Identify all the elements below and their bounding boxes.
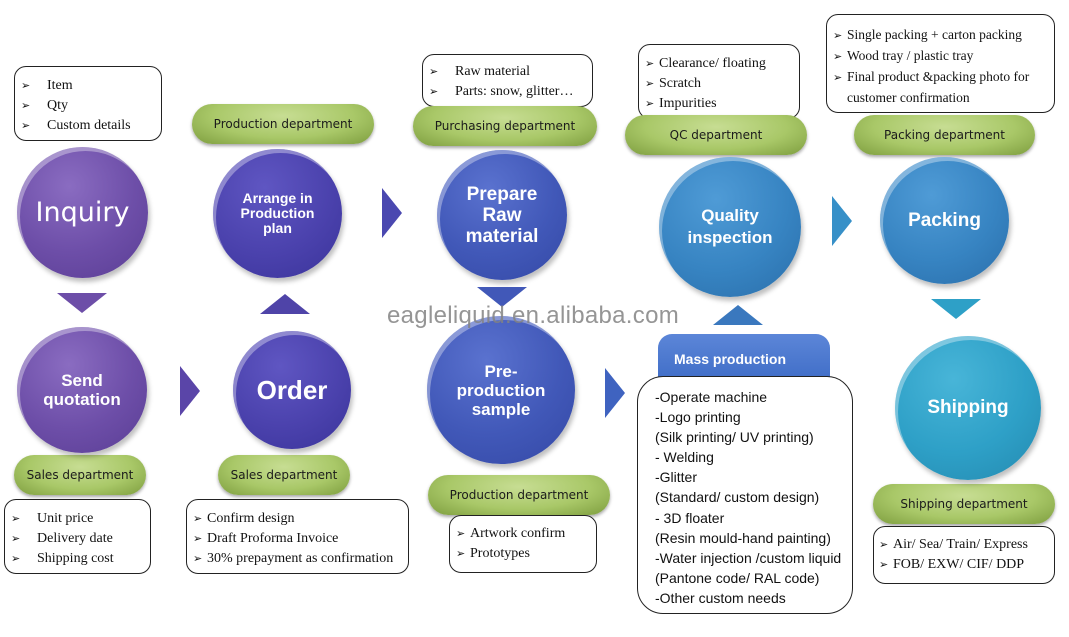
note-item: ➢Impurities <box>645 94 799 114</box>
note-item: -Logo printing <box>655 409 741 426</box>
note-item: -Operate machine <box>655 389 768 405</box>
note-item: - 3D floater <box>655 509 725 526</box>
note-item: (Standard/ custom design) <box>655 489 820 506</box>
watermark: eagleliquid.en.alibaba.com <box>387 302 680 329</box>
step-send-quotation: Send quotation <box>17 327 147 453</box>
note-item: ➢Single packing + carton packing <box>833 25 1054 46</box>
note-item: ➢Shipping cost <box>5 549 150 569</box>
note-item: (Pantone code/ RAL code) <box>655 569 820 586</box>
note-item: ➢Clearance/ floating <box>645 54 799 74</box>
bullet-arrow-icon: ➢ <box>21 80 31 92</box>
dept-sales-order: Sales department <box>218 455 350 495</box>
bullet-arrow-icon: ➢ <box>645 98 655 110</box>
bullet-arrow-icon: ➢ <box>456 528 466 540</box>
raw-material-note: ➢Raw material ➢Parts: snow, glitter… <box>422 54 593 107</box>
step-order: Order <box>233 331 351 449</box>
arrow-down-icon <box>57 293 107 313</box>
note-item: ➢Raw material <box>423 62 592 82</box>
note-item: ➢Unit price <box>5 509 150 529</box>
note-item: -Glitter <box>655 469 697 486</box>
dept-production-sample: Production department <box>428 475 610 515</box>
dept-packing: Packing department <box>854 115 1035 155</box>
dept-qc: QC department <box>625 115 807 155</box>
step-prepare-raw-material: Prepare Raw material <box>437 150 567 280</box>
arrow-down-icon <box>931 299 981 319</box>
note-item: ➢Prototypes <box>456 544 596 564</box>
bullet-arrow-icon: ➢ <box>645 78 655 90</box>
arrow-up-icon <box>713 305 763 325</box>
step-shipping: Shipping <box>895 336 1041 480</box>
step-quality-inspection: Quality inspection <box>659 157 801 297</box>
step-arrange-production-plan: Arrange in Production plan <box>213 149 342 278</box>
note-item: ➢Artwork confirm <box>456 524 596 544</box>
arrow-right-icon <box>605 368 625 418</box>
dept-shipping: Shipping department <box>873 484 1055 524</box>
note-item: ➢Item <box>15 76 161 96</box>
bullet-arrow-icon: ➢ <box>833 72 843 84</box>
order-note: ➢Confirm design ➢Draft Proforma Invoice … <box>186 499 409 574</box>
bullet-arrow-icon: ➢ <box>833 51 843 63</box>
note-item: ➢Scratch <box>645 74 799 94</box>
packing-note: ➢Single packing + carton packing ➢Wood t… <box>826 14 1055 113</box>
bullet-arrow-icon: ➢ <box>21 100 31 112</box>
sample-note: ➢Artwork confirm ➢Prototypes <box>449 515 597 573</box>
bullet-arrow-icon: ➢ <box>193 533 203 545</box>
note-item: -Other custom needs <box>655 589 786 606</box>
quotation-note: ➢Unit price ➢Delivery date ➢Shipping cos… <box>4 499 151 574</box>
arrow-down-icon <box>477 287 527 307</box>
bullet-arrow-icon: ➢ <box>429 86 439 98</box>
shipping-note: ➢Air/ Sea/ Train/ Express ➢FOB/ EXW/ CIF… <box>873 526 1055 584</box>
step-pre-production-sample: Pre- production sample <box>427 316 575 464</box>
note-item: (Resin mould-hand painting) <box>655 529 831 546</box>
bullet-arrow-icon: ➢ <box>833 30 843 42</box>
note-item: ➢Draft Proforma Invoice <box>193 529 408 549</box>
bullet-arrow-icon: ➢ <box>11 553 21 565</box>
qc-note: ➢Clearance/ floating ➢Scratch ➢Impuritie… <box>638 44 800 119</box>
bullet-arrow-icon: ➢ <box>429 66 439 78</box>
note-item: (Silk printing/ UV printing) <box>655 429 814 446</box>
dept-purchasing: Purchasing department <box>413 106 597 146</box>
note-item: ➢Delivery date <box>5 529 150 549</box>
note-item: ➢Parts: snow, glitter… <box>423 82 592 102</box>
note-item: ➢Final product &packing photo for <box>833 67 1054 88</box>
note-item: customer confirmation <box>847 90 970 105</box>
note-item: ➢FOB/ EXW/ CIF/ DDP <box>879 555 1054 575</box>
bullet-arrow-icon: ➢ <box>645 58 655 70</box>
dept-sales-quotation: Sales department <box>14 455 146 495</box>
bullet-arrow-icon: ➢ <box>193 513 203 525</box>
step-mass-production: Mass production <box>658 334 830 384</box>
arrow-right-icon <box>180 366 200 416</box>
bullet-arrow-icon: ➢ <box>21 120 31 132</box>
arrow-right-icon <box>382 188 402 238</box>
mass-production-note: -Operate machine -Logo printing (Silk pr… <box>637 376 853 614</box>
arrow-right-icon <box>832 196 852 246</box>
note-item: - Welding <box>655 449 714 466</box>
note-item: ➢Air/ Sea/ Train/ Express <box>879 535 1054 555</box>
bullet-arrow-icon: ➢ <box>879 559 889 571</box>
inquiry-note: ➢Item ➢Qty ➢Custom details <box>14 66 162 141</box>
dept-production-plan: Production department <box>192 104 374 144</box>
note-item: ➢30% prepayment as confirmation <box>193 549 408 569</box>
note-item: ➢Wood tray / plastic tray <box>833 46 1054 67</box>
bullet-arrow-icon: ➢ <box>879 539 889 551</box>
arrow-up-icon <box>260 294 310 314</box>
note-item: -Water injection /custom liquid <box>655 549 842 566</box>
note-item: ➢Qty <box>15 96 161 116</box>
note-item: ➢Confirm design <box>193 509 408 529</box>
step-packing: Packing <box>880 157 1009 284</box>
bullet-arrow-icon: ➢ <box>456 548 466 560</box>
bullet-arrow-icon: ➢ <box>11 533 21 545</box>
bullet-arrow-icon: ➢ <box>193 553 203 565</box>
bullet-arrow-icon: ➢ <box>11 513 21 525</box>
note-item: ➢Custom details <box>15 116 161 136</box>
step-inquiry: Inquiry <box>17 147 148 278</box>
